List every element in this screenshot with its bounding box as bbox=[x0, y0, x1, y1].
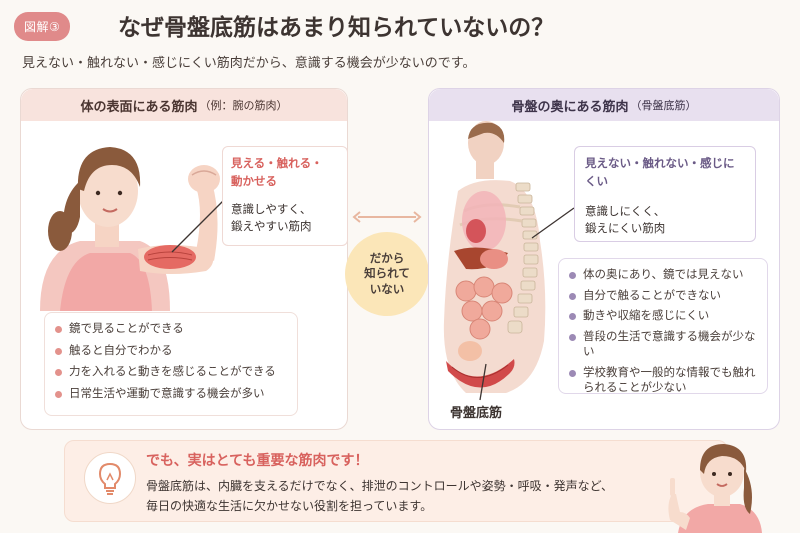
page-subtitle: 見えない・触れない・感じにくい筋肉だから、意識する機会が少ないのです。 bbox=[22, 56, 476, 71]
surface-muscle-panel-header: 体の表面にある筋肉 （例：腕の筋肉） bbox=[21, 89, 347, 121]
callout-body-line2: 鍛えやすい筋肉 bbox=[231, 219, 312, 234]
figure-badge: 図解③ bbox=[14, 12, 71, 41]
conclusion-line2: 知られて bbox=[364, 266, 410, 281]
conclusion-line3: いない bbox=[369, 281, 405, 296]
surface-muscle-panel-note: （例：腕の筋肉） bbox=[199, 99, 288, 112]
pelvic-floor-panel-title: 骨盤の奥にある筋肉 bbox=[511, 99, 629, 115]
list-item: 学校教育や一般的な情報でも触れられることが少ない bbox=[569, 365, 757, 396]
list-item: 鏡で見ることができる bbox=[55, 321, 287, 337]
surface-muscle-list: 鏡で見ることができる 触ると自分でわかる 力を入れると動きを感じることができる … bbox=[44, 312, 298, 416]
page-title: なぜ骨盤底筋はあまり知られていないの？ bbox=[118, 15, 555, 41]
callout-highlight-line1: 見える・触れる・ bbox=[231, 156, 323, 170]
callout-highlight: 見えない・触れない・感じにくい bbox=[585, 156, 735, 188]
list-item: 日常生活や運動で意識する機会が多い bbox=[55, 386, 287, 402]
list-item: 触ると自分でわかる bbox=[55, 343, 287, 359]
callout-body-line1: 意識しにくく、 bbox=[585, 203, 666, 218]
pelvic-floor-callout: 見えない・触れない・感じにくい 意識しにくく、 鍛えにくい筋肉 bbox=[574, 146, 756, 242]
list-item: 体の奥にあり、鏡では見えない bbox=[569, 267, 757, 283]
callout-body-line1: 意識しやすく、 bbox=[231, 201, 312, 216]
surface-muscle-panel-title: 体の表面にある筋肉 bbox=[80, 99, 198, 115]
list-item: 動きや収縮を感じにくい bbox=[569, 308, 757, 324]
list-item: 力を入れると動きを感じることができる bbox=[55, 364, 287, 380]
pelvic-anatomy-illustration bbox=[443, 121, 546, 393]
importance-body-line1: 骨盤底筋は、内臓を支えるだけでなく、排泄のコントロールや姿勢・呼吸・発声など、 bbox=[146, 479, 614, 493]
conclusion-line1: だから bbox=[369, 250, 405, 265]
pelvic-floor-panel-header: 骨盤の奥にある筋肉 （骨盤底筋） bbox=[429, 89, 779, 121]
spine-pointer-line bbox=[531, 207, 575, 239]
list-item: 普段の生活で意識する機会が少ない bbox=[569, 329, 757, 360]
pelvic-floor-list: 体の奥にあり、鏡では見えない 自分で触ることができない 動きや収縮を感じにくい … bbox=[558, 258, 768, 394]
surface-muscle-callout: 見える・触れる・ 動かせる 意識しやすく、 鍛えやすい筋肉 bbox=[222, 146, 348, 246]
callout-highlight-line2: 動かせる bbox=[231, 173, 277, 188]
lightbulb-icon bbox=[98, 462, 122, 495]
importance-body-line2: 毎日の快適な生活に欠かせない役割を担っています。 bbox=[146, 499, 433, 514]
importance-body: 骨盤底筋は、内臓を支えるだけでなく、排泄のコントロールや姿勢・呼吸・発声など、 … bbox=[146, 476, 666, 517]
pelvic-pointer-line bbox=[479, 363, 487, 401]
bicep-pointer-line bbox=[171, 199, 225, 253]
double-arrow-icon bbox=[352, 211, 422, 223]
importance-title: でも、実はとても重要な筋肉です！ bbox=[146, 453, 369, 469]
pelvic-floor-label: 骨盤底筋 bbox=[450, 406, 503, 421]
woman-flexing-arm-illustration bbox=[40, 147, 220, 311]
importance-note-box bbox=[64, 440, 728, 522]
callout-body-line2: 鍛えにくい筋肉 bbox=[585, 221, 666, 236]
woman-pointing-illustration bbox=[668, 444, 762, 533]
list-item: 自分で触ることができない bbox=[569, 288, 757, 304]
lightbulb-icon-container bbox=[84, 452, 136, 504]
pelvic-floor-panel-note: （骨盤底筋） bbox=[630, 99, 697, 112]
conclusion-bubble: だから 知られて いない bbox=[345, 232, 429, 316]
